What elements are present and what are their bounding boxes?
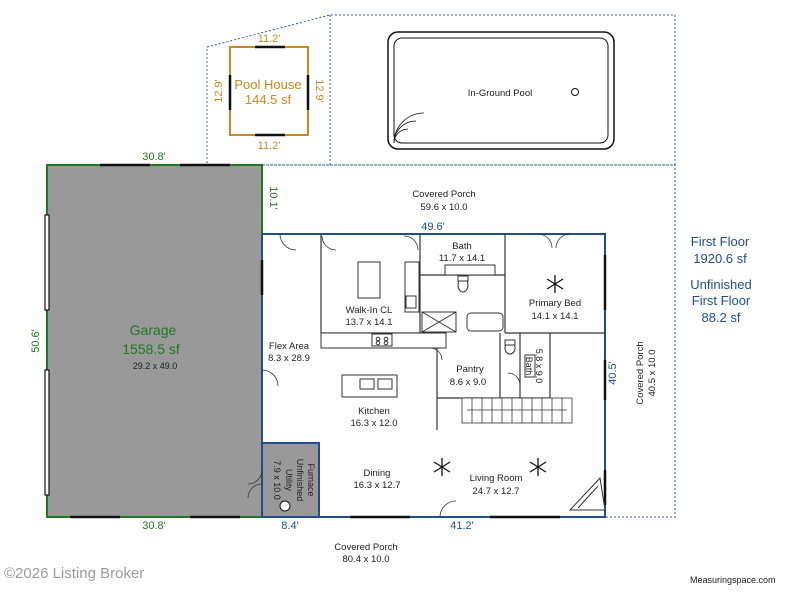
- vanity-icon: [444, 264, 496, 276]
- garage-openings: [44, 163, 240, 519]
- house-walls: [261, 233, 606, 518]
- porch-outline: [262, 164, 676, 518]
- pool-house-openings: [228, 45, 310, 137]
- pool-house-name: Pool House: [234, 77, 301, 92]
- unfinished-area: 88.2 sf: [701, 310, 740, 325]
- first-floor-label: First Floor: [691, 234, 750, 249]
- utility-line1: Furnace: [306, 463, 316, 496]
- bath-size: 11.7 x 14.1: [439, 253, 485, 264]
- utility-size: 7.9 x 10.0: [272, 460, 282, 500]
- kitchen-name: Kitchen: [358, 406, 390, 417]
- pool-house-dim-right: 12.9': [313, 79, 325, 103]
- fireplace-icon: [568, 476, 606, 511]
- porch-right-name: Covered Porch: [635, 341, 646, 404]
- stairs: [461, 397, 573, 424]
- garage-size: 29.2 x 49.0: [133, 361, 178, 371]
- pool-house-area: 144.5 sf: [245, 92, 292, 107]
- door-swings: [247, 233, 571, 518]
- primary-bed-name: Primary Bed: [529, 298, 581, 309]
- dining-name: Dining: [364, 468, 391, 479]
- pool-drain-icon: [571, 88, 579, 96]
- garage-dim-porch: 10.1': [267, 186, 279, 210]
- pool-house-dim-left: 12.9': [213, 79, 225, 103]
- sink-icon: [359, 378, 375, 390]
- bath-name: Bath: [452, 241, 472, 252]
- first-floor-area: 1920.6 sf: [693, 251, 747, 266]
- pantry-size: 8.6 x 9.0: [450, 377, 486, 388]
- house-windows: [260, 255, 607, 519]
- dotted-outlines: [206, 14, 676, 518]
- living-room-size: 24.7 x 12.7: [472, 486, 519, 497]
- washer-icon: [405, 295, 417, 309]
- walk-in-closet-size: 13.7 x 14.1: [345, 317, 392, 328]
- unfinished-line1: Unfinished: [690, 277, 751, 292]
- stove-icon: [371, 333, 393, 347]
- room-labels: Covered Porch 59.6 x 10.0 Covered Porch …: [268, 189, 658, 565]
- living-room-name: Living Room: [470, 473, 523, 484]
- porch-top-name: Covered Porch: [412, 189, 475, 200]
- porch-right-size: 40.5 x 10.0: [647, 349, 658, 396]
- ceiling-fan-icon: [433, 458, 451, 476]
- dishwasher-icon: [377, 378, 393, 390]
- pool-house-dim-top: 11.2': [258, 33, 281, 45]
- listing-broker-watermark: ©2026 Listing Broker: [4, 565, 144, 582]
- pool-house-dim-bottom: 11.2': [258, 140, 281, 152]
- pantry-name: Pantry: [456, 364, 484, 375]
- bath2-size: 5.8 x 9.0: [534, 349, 544, 384]
- garage-name: Garage: [130, 322, 177, 338]
- porch-top-size: 59.6 x 10.0: [420, 202, 467, 213]
- dining-size: 16.3 x 12.7: [353, 480, 400, 491]
- ceiling-fans: [433, 275, 564, 476]
- pool-name: In-Ground Pool: [468, 88, 532, 99]
- primary-bed-size: 14.1 x 14.1: [531, 311, 578, 322]
- utility-line3: Utility: [284, 469, 294, 491]
- vanity2-icon: [524, 354, 536, 378]
- house-dim-bottom: 41.2': [450, 520, 474, 532]
- flex-area-name: Flex Area: [269, 341, 310, 352]
- unfinished-line2: First Floor: [692, 293, 751, 308]
- flex-area-size: 8.3 x 28.9: [268, 353, 310, 364]
- house-dim-right: 40.5': [607, 361, 619, 385]
- bathtub-icon: [466, 312, 504, 332]
- fixtures: [320, 261, 536, 398]
- in-ground-pool: In-Ground Pool: [387, 31, 615, 150]
- measuringspace-credit: Measuringspace.com: [690, 575, 776, 585]
- walk-in-closet-name: Walk-In CL: [346, 305, 393, 316]
- garage-dim-left: 50.6': [30, 329, 42, 353]
- house-dim-top: 49.6': [421, 221, 445, 233]
- kitchen-size: 16.3 x 12.0: [350, 418, 397, 429]
- porch-bottom-name: Covered Porch: [334, 542, 397, 553]
- utility-label: Furnace Unfinished Utility 7.9 x 10.0: [272, 459, 316, 502]
- closet-island: [357, 261, 381, 299]
- area-summary: First Floor 1920.6 sf Unfinished First F…: [690, 234, 751, 325]
- garage-dim-bottom: 30.8': [142, 520, 166, 532]
- bath2-name: Bath: [524, 357, 534, 376]
- utility-dim-bottom: 8.4': [281, 520, 298, 532]
- utility-line2: Unfinished: [295, 459, 305, 502]
- porch-bottom-size: 80.4 x 10.0: [342, 554, 389, 565]
- utility-room: [261, 442, 320, 518]
- garage-area-value: 1558.5 sf: [122, 341, 180, 357]
- ceiling-fan-icon: [529, 458, 547, 476]
- ceiling-fan-icon: [546, 275, 564, 293]
- garage-dim-top: 30.8': [142, 151, 166, 163]
- water-heater-icon: [279, 500, 291, 512]
